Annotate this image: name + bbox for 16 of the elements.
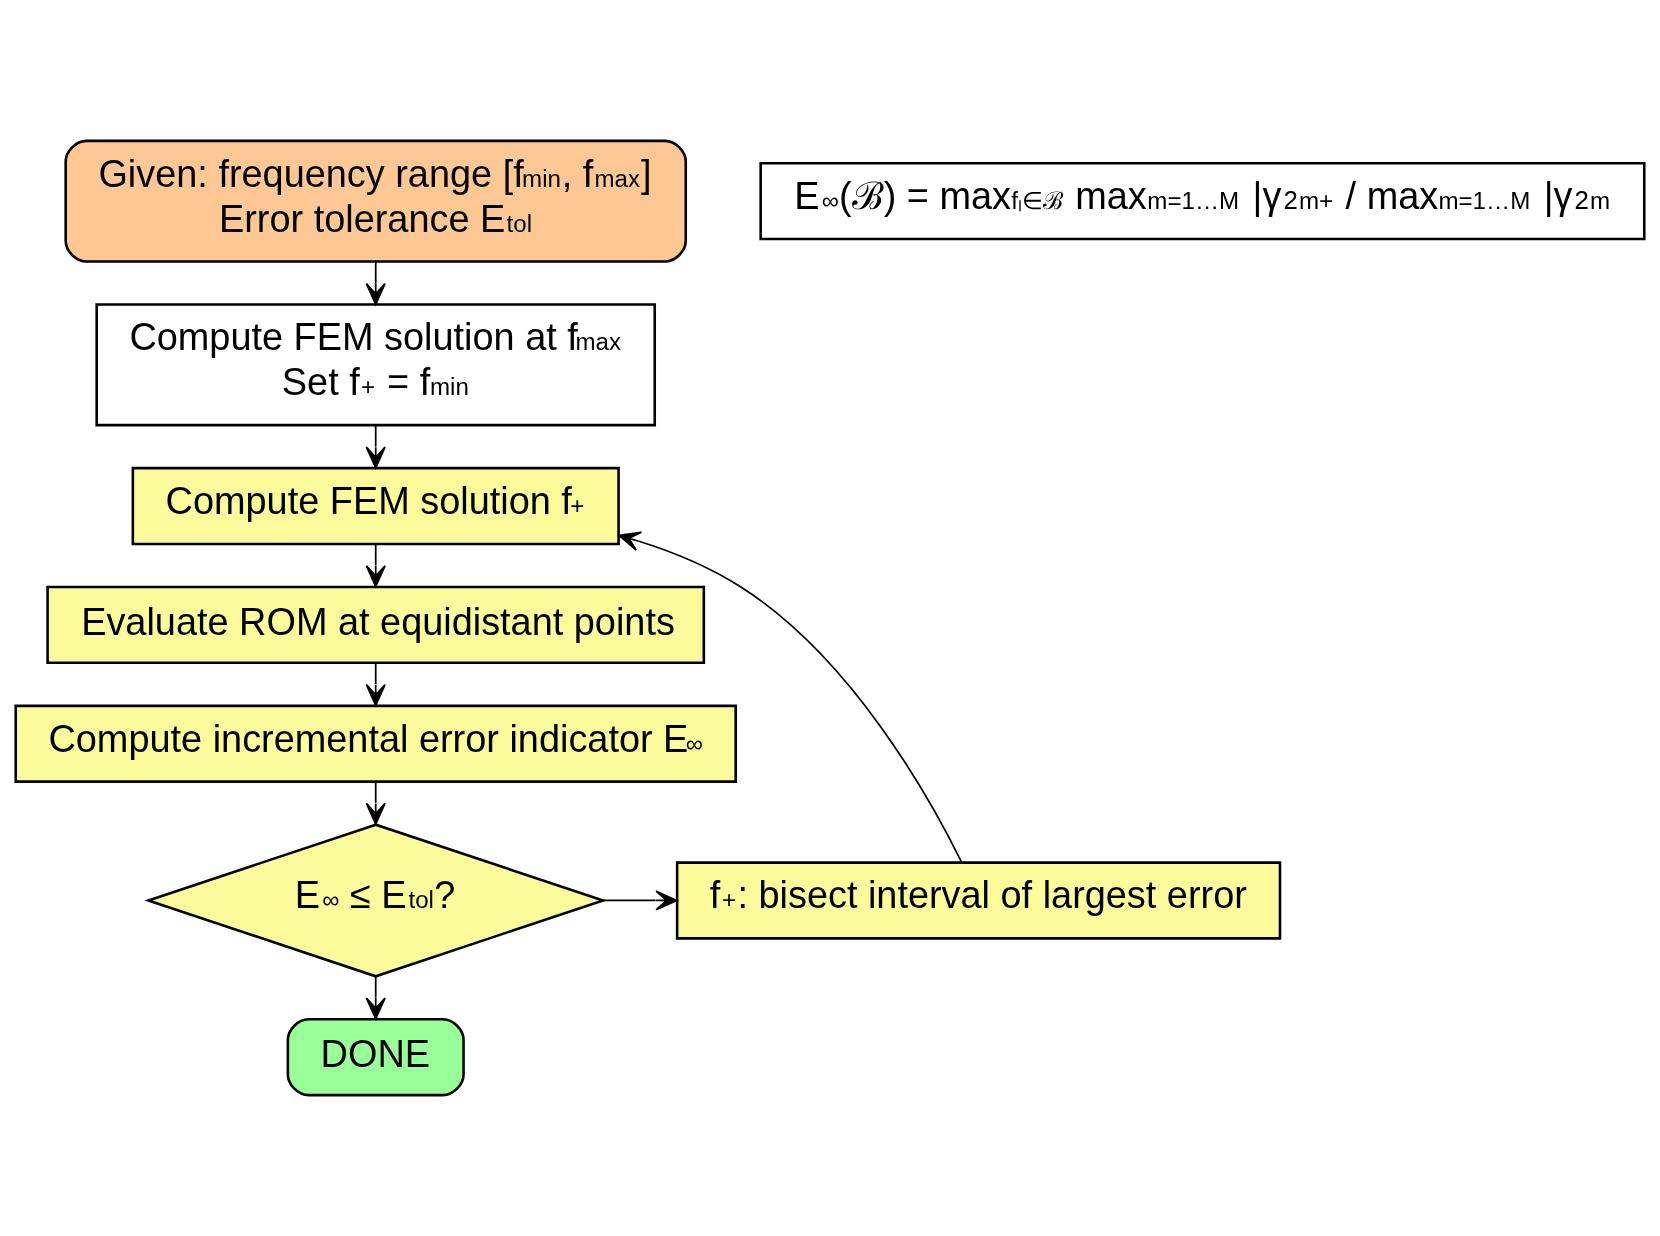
node-box: Compute incremental error indicator E∞ — [14, 704, 737, 783]
arrow — [618, 531, 963, 863]
arrow — [365, 662, 386, 707]
arrow — [602, 890, 678, 911]
node-box: DONE — [286, 1018, 465, 1097]
arrow — [365, 975, 386, 1020]
arrow — [365, 780, 386, 825]
node-box: Compute FEM solution at fmax Set f+ = fmin — [95, 303, 657, 427]
node-box: E∞(ℬ) = maxfₗ∈ℬ maxm=1…M |γ2m+ / maxm=1…M |γ2m — [759, 162, 1646, 241]
node-box: Given: frequency range [fmin, fmax] Error tolerance Etol — [64, 139, 688, 263]
node-box: Compute FEM solution f+ — [131, 466, 620, 546]
node-box: Evaluate ROM at equidistant points — [46, 585, 706, 665]
arrow — [365, 543, 386, 588]
arrow — [365, 424, 386, 469]
node-box: f+: bisect interval of largest error — [675, 861, 1282, 940]
arrow — [365, 260, 386, 306]
